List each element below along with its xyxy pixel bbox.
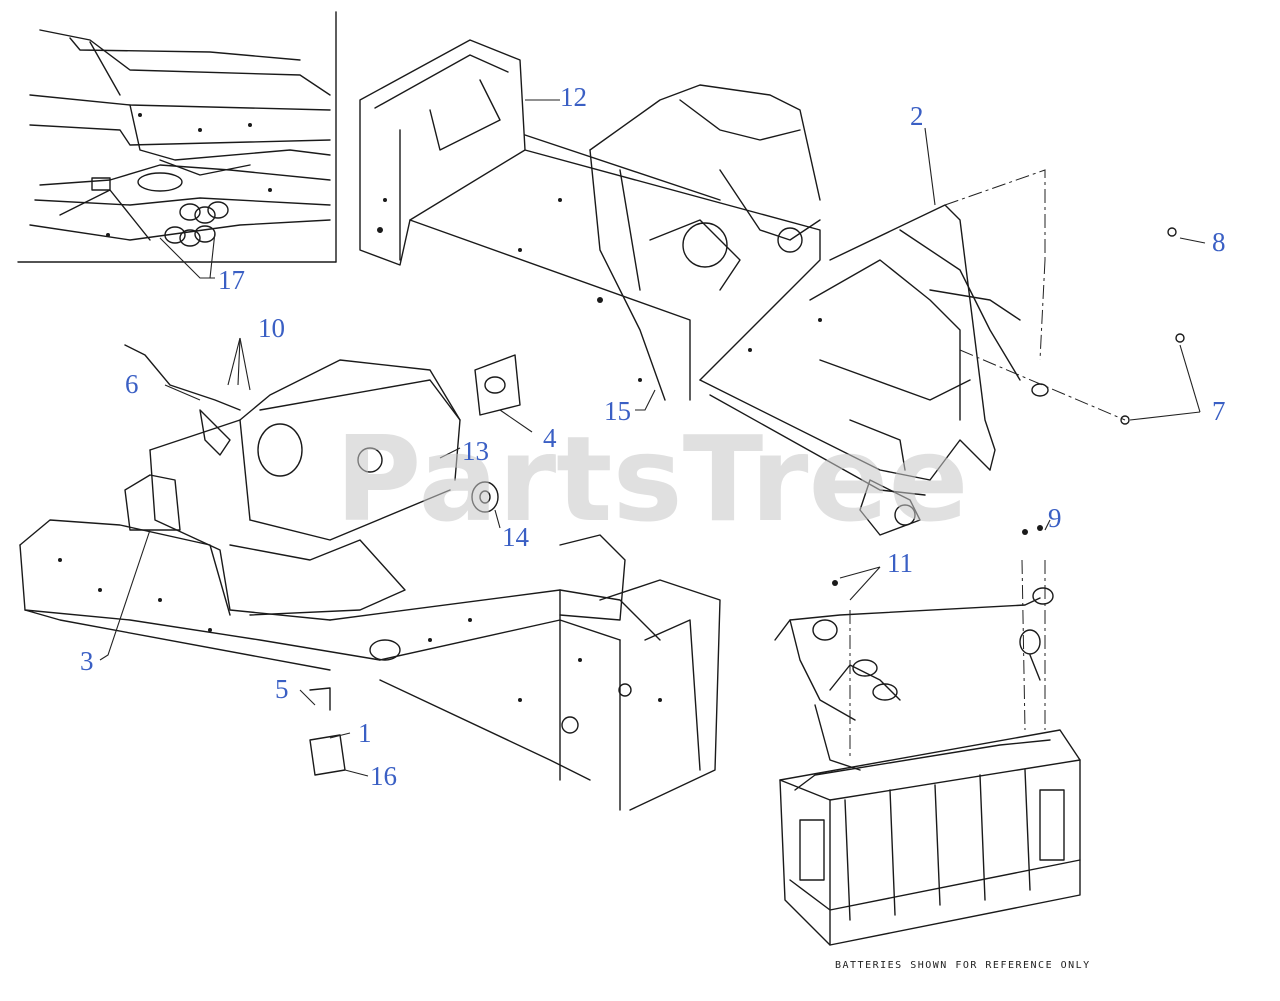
callout-8: 8	[1212, 227, 1226, 257]
callout-9: 9	[1048, 503, 1062, 533]
rear-frame	[359, 39, 1049, 536]
callout-11: 11	[887, 548, 913, 578]
battery-assembly	[774, 519, 1081, 946]
watermark: PartsTree	[335, 410, 969, 548]
callout-14: 14	[502, 522, 530, 552]
callout-6: 6	[125, 369, 139, 399]
callout-16: 16	[370, 761, 397, 791]
callout-4: 4	[543, 423, 557, 453]
inset-detail-view	[17, 11, 337, 279]
callout-12: 12	[560, 82, 587, 112]
callout-1: 1	[358, 718, 372, 748]
callout-7: 7	[1212, 396, 1226, 426]
callout-17: 17	[218, 265, 245, 295]
callout-labels: 1 2 3 4 5 6 7 8 9 10 11 12 13 14 15 16 1…	[80, 82, 1226, 791]
hardware-dashed-lines	[944, 169, 1206, 425]
callout-15: 15	[604, 396, 631, 426]
callout-10: 10	[258, 313, 285, 343]
callout-13: 13	[462, 436, 489, 466]
callout-5: 5	[275, 674, 289, 704]
batteries-note: BATTERIES SHOWN FOR REFERENCE ONLY	[835, 960, 1091, 971]
front-frame	[19, 337, 721, 811]
callout-2: 2	[910, 101, 924, 131]
callout-3: 3	[80, 646, 94, 676]
